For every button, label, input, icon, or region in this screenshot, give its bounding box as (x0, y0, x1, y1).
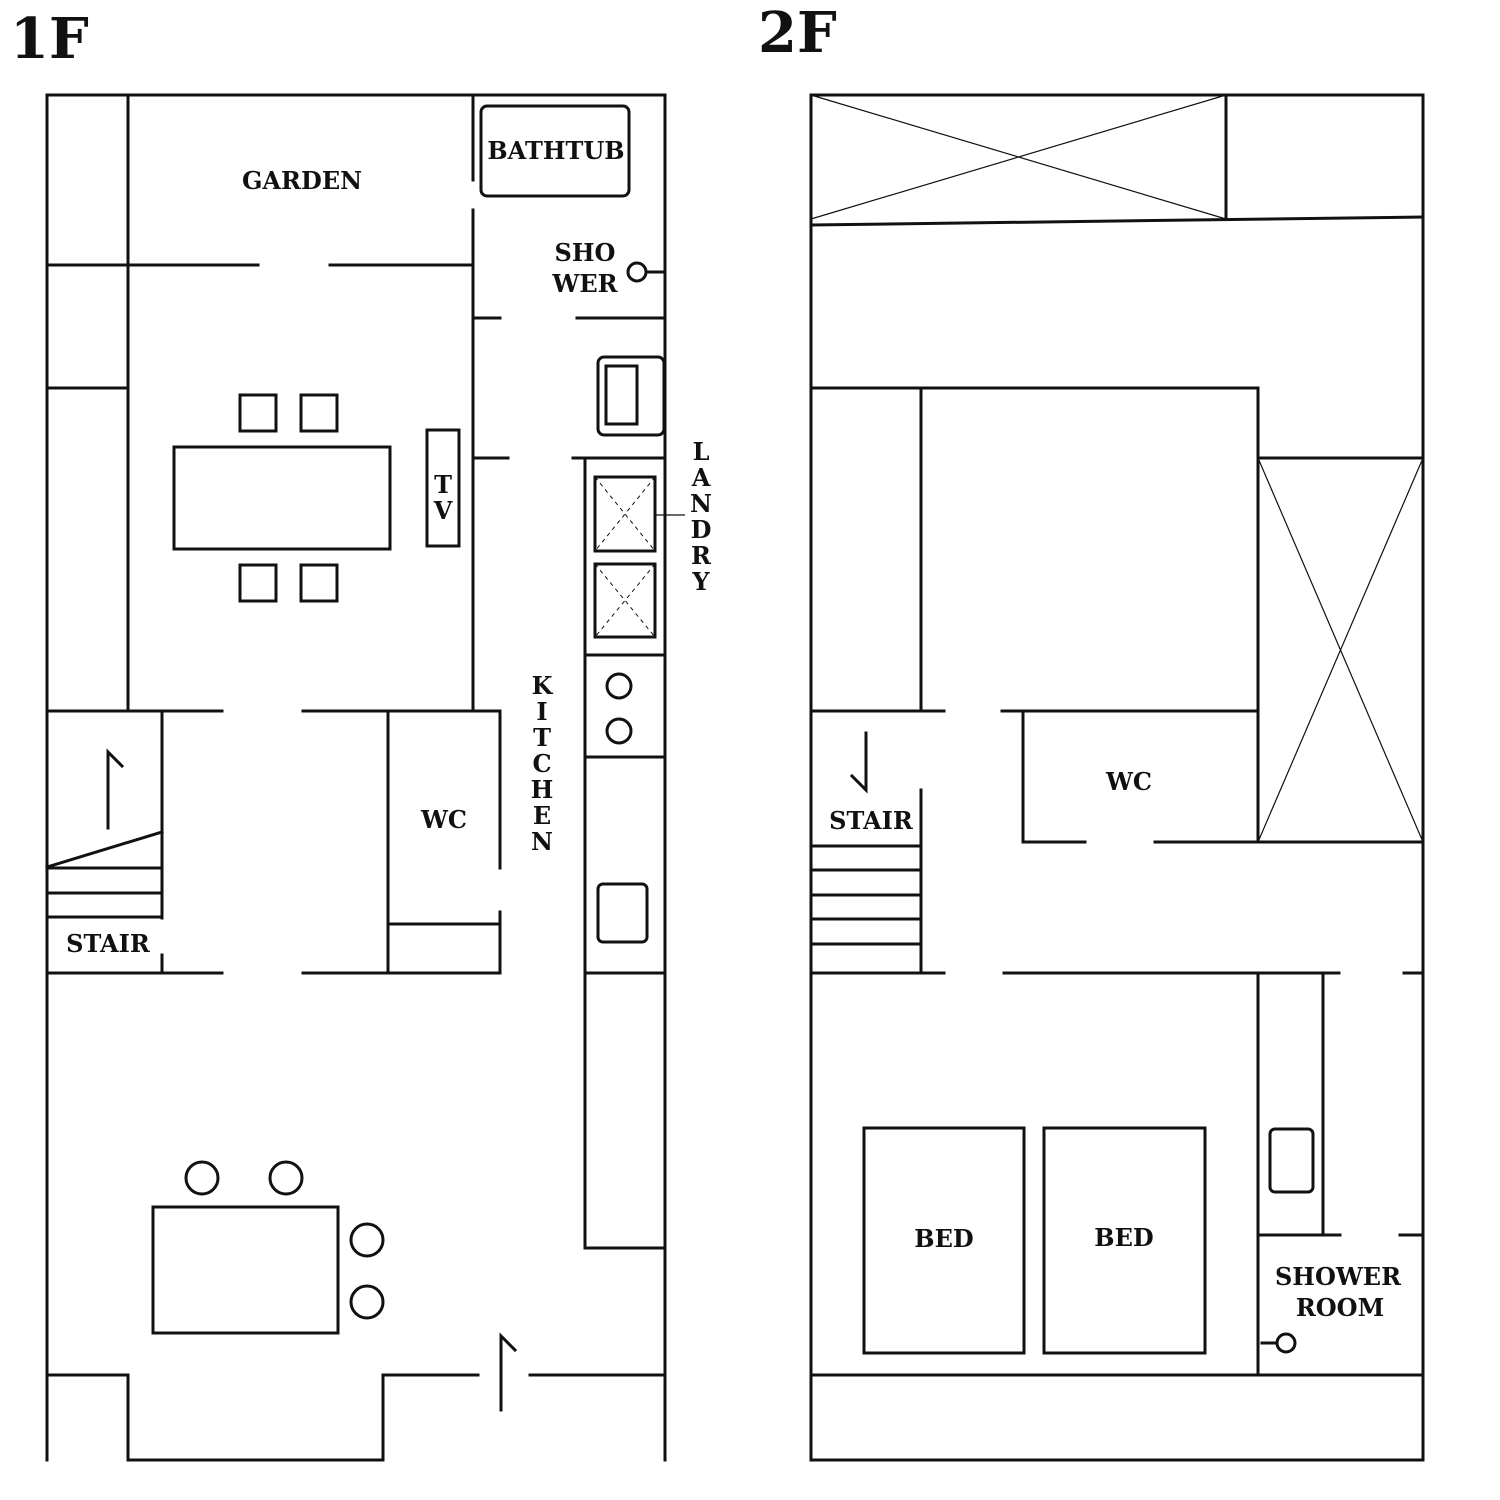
wc-label-2f: WC (1105, 767, 1152, 796)
landry-letter: A (691, 463, 711, 492)
tv-label-line2: V (433, 496, 453, 525)
shower-room-label-line2: ROOM (1296, 1293, 1384, 1322)
stool (184, 1160, 220, 1196)
kitchen-letter: E (533, 801, 551, 830)
kitchen-letter: C (532, 749, 551, 778)
tv-unit (425, 428, 461, 548)
sink (596, 355, 666, 437)
kitchen-letter: K (532, 671, 554, 700)
landry-letter: N (690, 489, 712, 518)
bed-right (1042, 1126, 1207, 1355)
first-floor-title: 1F (10, 6, 89, 72)
washing-machine-lower (593, 562, 657, 639)
landry-letter: D (691, 515, 712, 544)
kitchen-letter: H (531, 775, 554, 804)
stove-burner-icon (605, 717, 633, 745)
second-floor-title: 2F (758, 0, 837, 66)
second-floor-plan: 2F (758, 0, 1425, 1462)
kitchen-sink (596, 882, 649, 944)
second-floor-walls (809, 93, 1425, 1462)
bed-left (862, 1126, 1026, 1355)
right-void-cross (1257, 457, 1424, 843)
shower-head-icon (626, 261, 667, 283)
shower-room-label-line1: SHOWER (1275, 1262, 1402, 1291)
chair (238, 393, 278, 433)
dining-table (172, 445, 392, 551)
stair-label-2f: STAIR (829, 806, 914, 835)
first-floor-walls (45, 93, 667, 1462)
bathtub-label: BATHTUB (487, 136, 624, 165)
chair (299, 563, 339, 603)
shower-label-line2: WER (551, 269, 618, 298)
landry-letter: Y (691, 567, 710, 596)
stair-down-arrow-icon (849, 731, 868, 794)
shower-label-line1: SHO (555, 238, 616, 267)
landry-label: L A N D R Y (690, 437, 712, 596)
bed-left-label: BED (914, 1224, 973, 1253)
washing-machine-upper (593, 475, 657, 553)
stool (268, 1160, 304, 1196)
door-swing-icon (499, 1332, 518, 1412)
chair (299, 393, 339, 433)
lower-table (151, 1205, 340, 1335)
wc-label-1f: WC (420, 805, 467, 834)
stool (349, 1222, 385, 1258)
stair-up-arrow-icon (106, 748, 125, 830)
basin (1268, 1127, 1315, 1194)
landry-letter: R (691, 541, 712, 570)
shower-head-icon (1260, 1332, 1297, 1354)
landry-letter: L (693, 437, 710, 466)
bathtub (479, 104, 631, 198)
stair-label-1f: STAIR (66, 929, 151, 958)
kitchen-letter: I (536, 697, 547, 726)
chair (238, 563, 278, 603)
kitchen-letter: N (531, 827, 553, 856)
top-void-cross (810, 94, 1227, 220)
stool (349, 1284, 385, 1320)
garden-label: GARDEN (242, 166, 362, 195)
stove-burner-icon (605, 672, 633, 700)
bed-right-label: BED (1094, 1223, 1153, 1252)
kitchen-label: K I T C H E N (531, 671, 554, 856)
kitchen-letter: T (533, 723, 551, 752)
first-floor-plan: 1F (10, 6, 712, 1462)
tv-label-line1: T (434, 470, 452, 499)
